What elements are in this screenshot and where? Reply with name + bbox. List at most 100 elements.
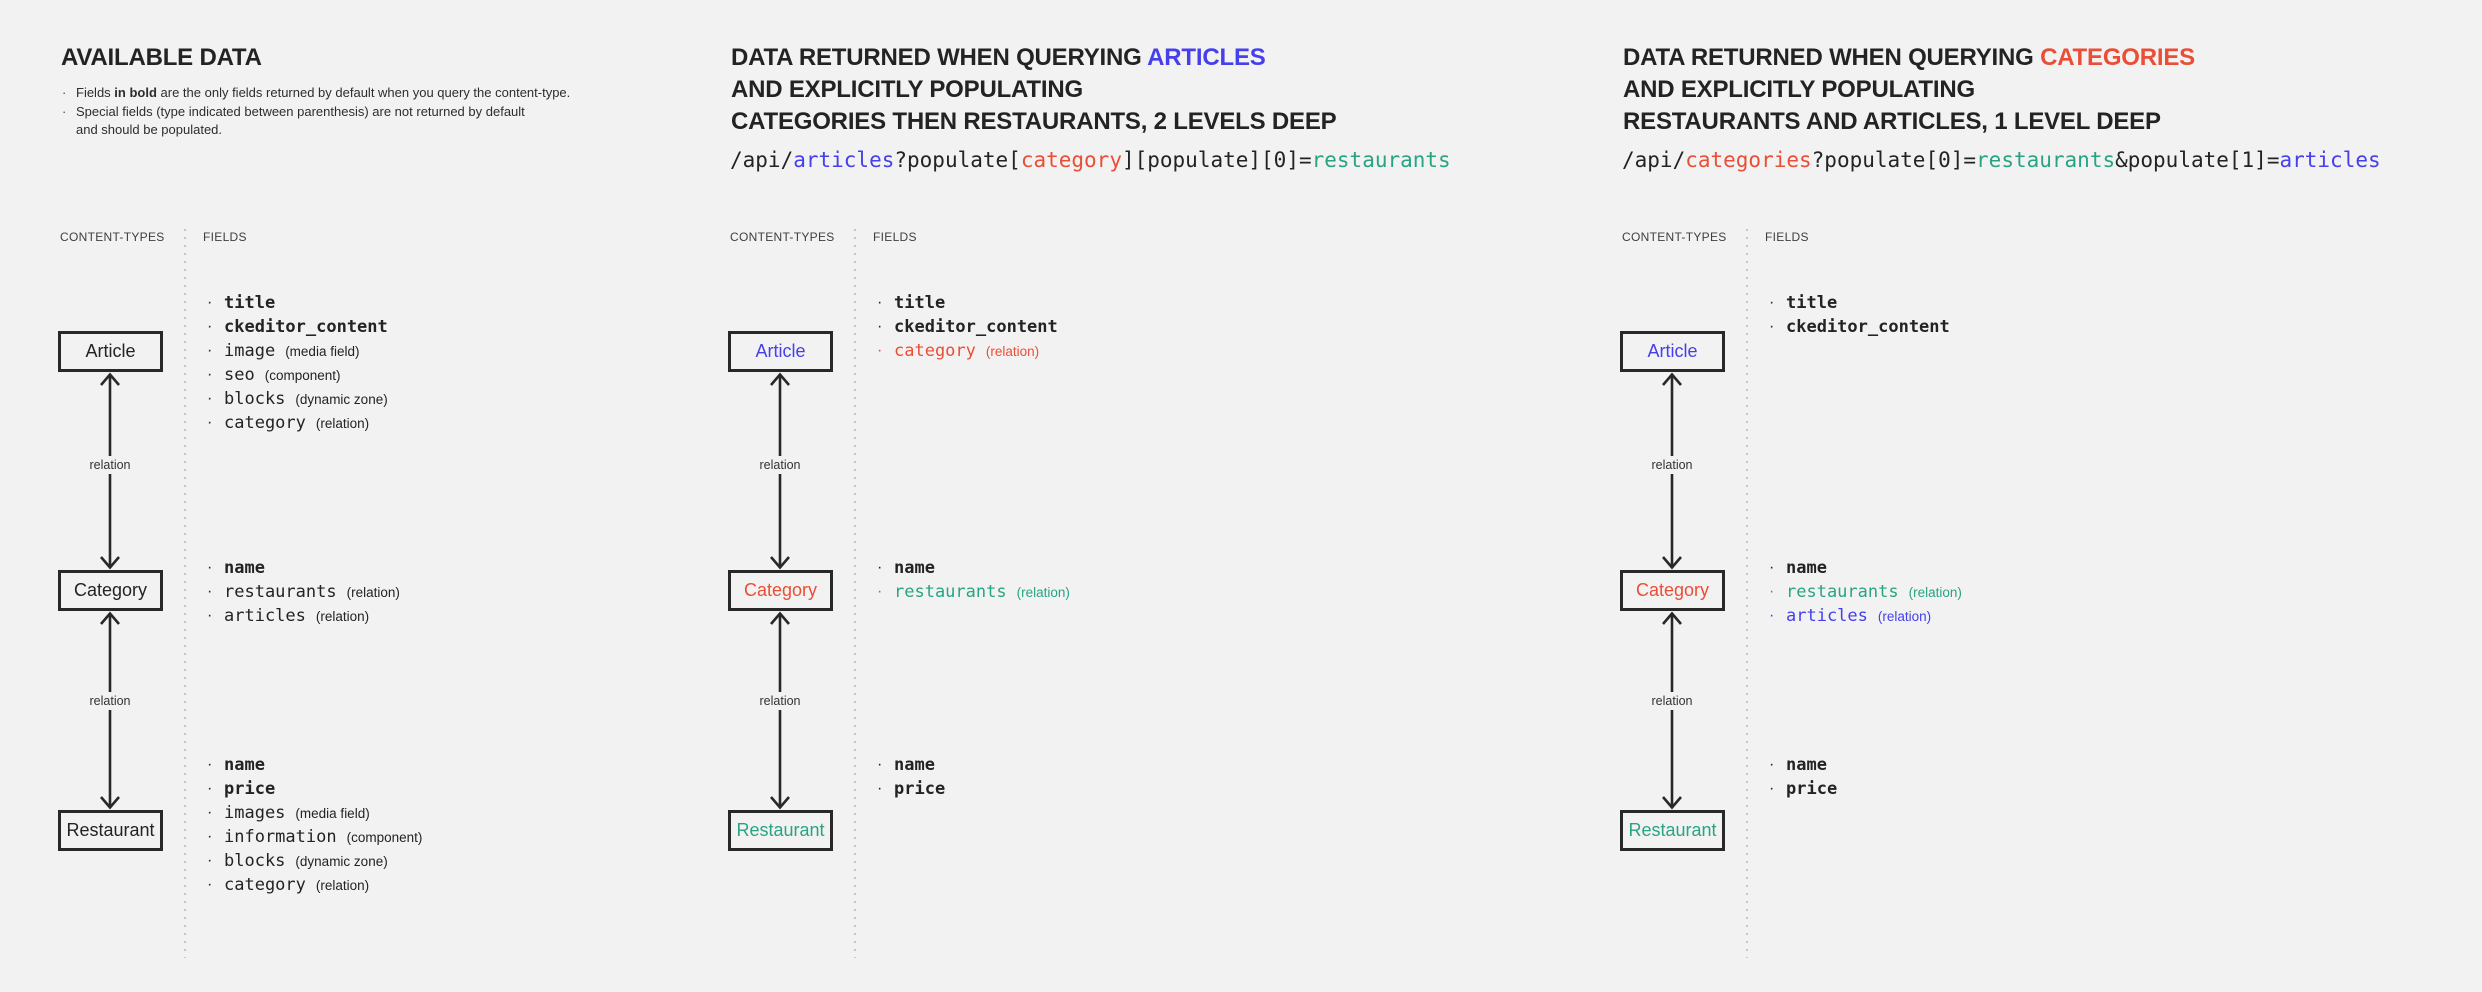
note-segment: and should be populated. [76,122,223,137]
relation-label: relation [86,692,134,710]
code-segment: ?populate[ [894,148,1021,172]
field-row: · category (relation) [877,339,1337,363]
node-box-article: Article [728,331,833,372]
title-segment: DATA RETURNED WHEN QUERYING [1623,44,2041,71]
field-name: ckeditor_content [894,317,1058,337]
bullet-dot-icon: · [207,294,213,311]
bullet-dot-icon: · [207,342,213,359]
relation-arrow [770,611,790,810]
field-type-annotation: (component) [264,367,341,383]
relation-label: relation [756,456,804,474]
note-segment: Special fields (type indicated between p… [76,103,525,119]
note-line: ·Special fields (type indicated between … [62,103,570,122]
title-segment: RESTAURANTS AND ARTICLES, 1 LEVEL DEEP [1623,108,2161,135]
bullet-dot-icon: · [877,780,883,797]
field-name: price [224,779,276,799]
node-box-restaurant: Restaurant [1620,810,1725,851]
field-name: name [224,755,265,775]
bullet-dot-icon: · [877,583,883,600]
field-name: restaurants [1786,582,1899,602]
field-row: · name [207,753,667,777]
code-segment: categories [1685,148,1812,172]
note-segment: Fields [76,85,115,100]
fields-list-article: · title·ckeditor_content [1769,291,2229,339]
field-type-annotation: (relation) [315,608,370,624]
bullet-dot-icon: · [1769,583,1775,600]
title-segment: AND EXPLICITLY POPULATING [1623,76,1975,103]
field-type-annotation: (dynamic zone) [295,853,388,869]
field-row: ·images(media field) [207,801,667,825]
fields-list-category: ·name·restaurants(relation) [877,556,1337,604]
bullet-dot-icon: · [877,342,883,359]
field-name: blocks [224,389,286,409]
field-name: price [894,779,946,799]
code-segment: ?populate[0]= [1811,148,1977,172]
title-line: RESTAURANTS AND ARTICLES, 1 LEVEL DEEP [1623,106,2195,138]
node-box-article: Article [1620,331,1725,372]
field-row: ·name [1769,556,2229,580]
bullet-dot-icon: · [207,583,213,600]
code-segment: articles [2279,148,2381,172]
field-row: ·restaurants(relation) [1769,580,2229,604]
field-type-annotation: (media field) [285,343,360,359]
field-type-annotation: (media field) [295,805,370,821]
note-line: and should be populated. [62,121,570,140]
title-line: CATEGORIES THEN RESTAURANTS, 2 LEVELS DE… [731,106,1337,138]
field-name: category [224,413,306,433]
field-row: · articles (relation) [207,604,667,628]
field-type-annotation: (relation) [346,584,400,600]
field-type-annotation: (relation) [1016,584,1070,600]
content-types-column-label: CONTENT-TYPES [730,230,835,244]
title-line: AVAILABLE DATA [61,42,262,74]
fields-list-restaurant: ·name·price·images(media field)·informat… [207,753,667,897]
title-segment: CATEGORIES [2040,44,2195,71]
panel-3: DATA RETURNED WHEN QUERYING CATEGORIES AN… [1618,0,2478,992]
field-type-annotation: (dynamic zone) [295,391,388,407]
field-row: ·ckeditor_content [1769,315,2229,339]
field-row: ·name [1769,753,2229,777]
node-box-restaurant: Restaurant [58,810,163,851]
content-type-graph: Article · title · ckeditor_content · category (… [726,0,1586,992]
fields-list-restaurant: ·name·price [877,753,1337,801]
field-name: seo [224,365,255,385]
field-row: · title [877,291,1337,315]
bullet-dot-icon: · [207,607,213,624]
code-segment: category [1020,148,1122,172]
field-row: ·price [1769,777,2229,801]
title-segment: AVAILABLE DATA [61,44,262,71]
content-types-column-label: CONTENT-TYPES [60,230,165,244]
bullet-dot-icon: · [877,318,883,335]
field-name: name [1786,755,1827,775]
field-name: restaurants [894,582,1007,602]
code-segment: /api/ [1622,148,1686,172]
field-type-annotation: (relation) [315,415,370,431]
bullet-dot-icon: · [207,559,213,576]
field-name: articles [224,606,306,626]
panel-title: DATA RETURNED WHEN QUERYING CATEGORIES AN… [1623,42,2195,138]
field-name: title [894,293,946,313]
fields-column-label: FIELDS [1765,230,1809,244]
code-segment: ][populate][0]= [1121,148,1312,172]
field-type-annotation: (relation) [985,343,1040,359]
field-type-annotation: (component) [346,829,423,845]
relation-label: relation [1648,456,1696,474]
title-line: AND EXPLICITLY POPULATING [731,74,1336,106]
dotted-divider [184,229,186,958]
field-name: images [224,803,286,823]
node-box-category: Category [1620,570,1725,611]
field-name: restaurants [224,582,337,602]
field-name: title [1786,293,1838,313]
api-query-code: /api/categories?populate[0]=restaurants&… [1622,147,2381,173]
bullet-dot-icon: · [207,366,213,383]
field-name: category [894,341,976,361]
bullet-dot-icon: · [1769,294,1775,311]
bullet-dot-icon: · [877,294,883,311]
field-name: title [224,293,276,313]
fields-list-category: ·name·restaurants(relation)·articles(rel… [1769,556,2229,628]
bullet-dot-icon: · [207,756,213,773]
bullet-dot-icon: · [1769,318,1775,335]
code-segment: &populate[1]= [2115,148,2280,172]
field-name: ckeditor_content [224,317,388,337]
field-row: ·information(component) [207,825,667,849]
